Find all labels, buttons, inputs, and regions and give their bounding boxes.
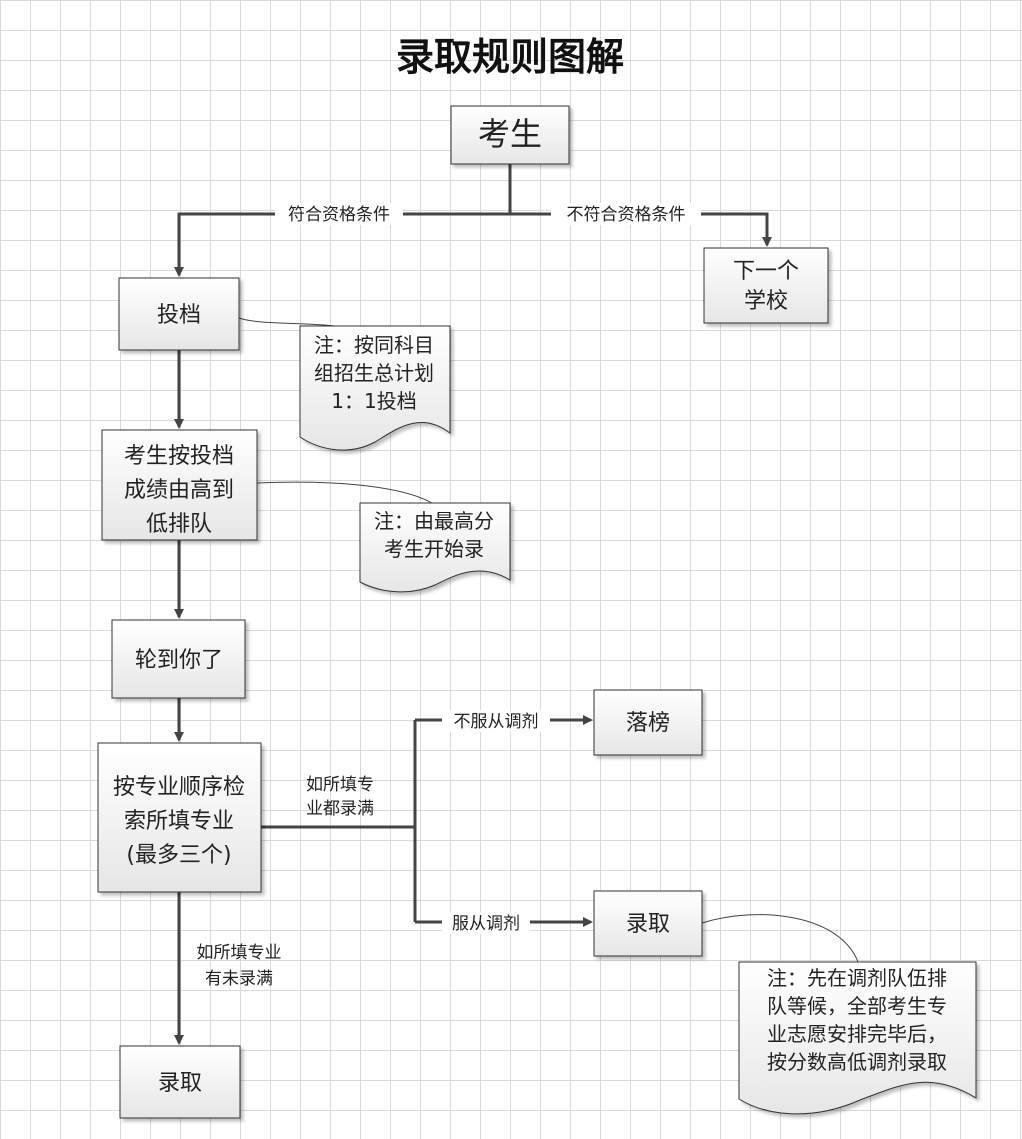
node-admit-bottom-label: 录取 <box>158 1071 202 1096</box>
node-search: 按专业顺序检索所填专业(最多三个) <box>97 742 262 893</box>
label-not-full: 如所填专业有未录满 <box>197 943 282 989</box>
node-your-turn-label: 轮到你了 <box>135 648 223 673</box>
node-admit-right: 录取 <box>593 890 703 957</box>
label-not-qualified: 不符合资格条件 <box>567 205 686 225</box>
node-submit: 投档 <box>118 277 240 351</box>
node-student: 考生 <box>450 105 570 165</box>
node-fail-label: 落榜 <box>626 711 670 736</box>
label-qualified: 符合资格条件 <box>288 205 390 225</box>
page-title: 录取规则图解 <box>396 35 624 79</box>
note-2: 注：由最高分考生开始录 <box>359 502 511 593</box>
node-rank: 考生按投档成绩由高到低排队 <box>101 429 258 541</box>
node-rank-label: 考生按投档成绩由高到低排队 <box>124 444 234 537</box>
note1-link <box>238 317 336 327</box>
node-admit-right-label: 录取 <box>626 912 670 937</box>
node-submit-label: 投档 <box>157 303 201 328</box>
label-refuse-adjust: 不服从调剂 <box>454 712 539 732</box>
node-your-turn: 轮到你了 <box>111 619 246 699</box>
note2-link <box>256 481 433 504</box>
label-accept-adjust: 服从调剂 <box>452 914 520 934</box>
label-all-full: 如所填专业都录满 <box>306 775 374 819</box>
note-3: 注：先在调剂队伍排队等候，全部考生专业志愿安排完毕后，按分数高低调剂录取 <box>738 961 977 1115</box>
note-3-text: 注：先在调剂队伍排队等候，全部考生专业志愿安排完毕后，按分数高低调剂录取 <box>767 966 947 1074</box>
node-search-label: 按专业顺序检索所填专业(最多三个) <box>113 775 245 868</box>
node-fail: 落榜 <box>593 689 703 756</box>
node-student-label: 考生 <box>478 115 542 153</box>
note3-link <box>701 914 859 963</box>
node-next-school: 下一个学校 <box>703 247 829 324</box>
note-2-text: 注：由最高分考生开始录 <box>374 509 494 561</box>
node-admit-bottom: 录取 <box>119 1045 241 1119</box>
node-next-school-label: 下一个学校 <box>733 259 799 314</box>
